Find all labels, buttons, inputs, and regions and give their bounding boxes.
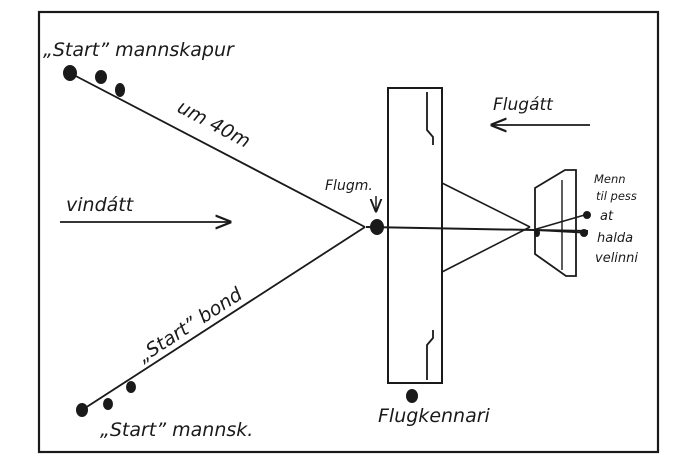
label-wind-direction: vindátt (66, 194, 135, 216)
label-flight-direction: Flugátt (493, 95, 554, 115)
label-glider-point: Flugm. (325, 178, 373, 194)
glider-tailplane (532, 169, 589, 277)
start-crew-top (63, 65, 125, 97)
holder-dot (580, 229, 588, 237)
rope-bottom (81, 226, 366, 411)
holders-line: til pess (596, 189, 637, 203)
crew-dot (95, 70, 107, 84)
glider-wing (387, 87, 443, 384)
label-start-crew-bottom: „Start” mannsk. (100, 419, 253, 441)
crew-dot (63, 65, 77, 81)
label-rope-length: um 40m (174, 96, 254, 153)
holders-line: Menn (594, 172, 626, 186)
crew-dot (76, 403, 88, 417)
glider-fuselage (365, 226, 589, 232)
frame-border (37, 10, 660, 454)
tail-brace-lower (441, 226, 531, 273)
pilot-dot (406, 389, 418, 403)
start-crew-bottom (76, 381, 136, 417)
holder-dot (583, 211, 591, 219)
crew-dot (103, 398, 113, 410)
holders-line: at (600, 209, 614, 224)
crew-dot (115, 83, 125, 97)
holders-line: halda (597, 231, 633, 246)
label-holders: Menn til pess at halda velinni (594, 172, 638, 266)
label-pilot: Flugkennari (378, 405, 491, 427)
tail-brace-upper (441, 182, 531, 228)
crew-dot (126, 381, 136, 393)
rope-top (69, 72, 366, 228)
label-rope-bottom: „Start” bond (134, 283, 247, 367)
label-start-crew-top: „Start” mannskapur (43, 39, 235, 61)
holders-line: velinni (595, 251, 638, 266)
